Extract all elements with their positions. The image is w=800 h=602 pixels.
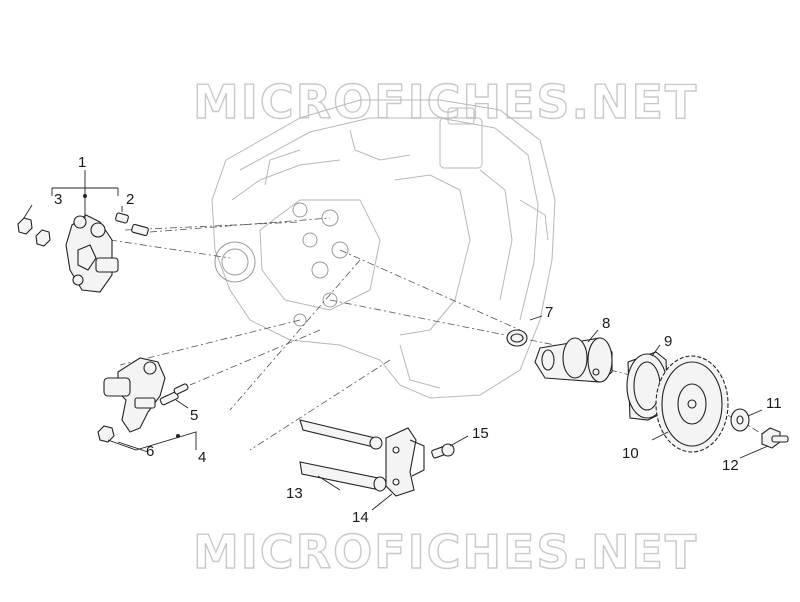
rocker-shaft-13 xyxy=(299,419,387,492)
callout-4: 4 xyxy=(198,449,206,466)
callout-labels: 1 2 3 4 5 6 7 8 9 10 11 12 13 14 15 xyxy=(54,154,782,526)
callout-8: 8 xyxy=(602,315,610,332)
callout-10: 10 xyxy=(622,445,639,462)
callout-14: 14 xyxy=(352,509,369,526)
bolt-12 xyxy=(761,427,789,449)
callout-13: 13 xyxy=(286,485,303,502)
callout-5: 5 xyxy=(190,407,198,424)
callout-3: 3 xyxy=(54,191,62,208)
assembly-lines xyxy=(109,217,769,451)
washer-11 xyxy=(730,408,750,432)
screw-15 xyxy=(431,443,455,459)
callout-6: 6 xyxy=(146,443,154,460)
callout-1: 1 xyxy=(78,154,86,171)
callout-12: 12 xyxy=(722,457,739,474)
callout-7: 7 xyxy=(545,304,553,321)
watermark-bottom: MICROFICHES.NET xyxy=(193,525,698,579)
screw-5 xyxy=(159,383,189,406)
leader-lines xyxy=(23,170,769,511)
camshaft-8 xyxy=(534,337,613,383)
cylinder-head-outline xyxy=(211,99,556,399)
callout-15: 15 xyxy=(472,425,489,442)
callout-11: 11 xyxy=(766,395,782,412)
nut-3 xyxy=(17,217,51,247)
bush-7 xyxy=(506,329,528,347)
adjusting-screw-2 xyxy=(115,212,149,237)
rocker-arm-upper xyxy=(65,214,119,293)
sprocket-10 xyxy=(655,355,729,453)
watermark-top: MICROFICHES.NET xyxy=(193,75,698,129)
callout-2: 2 xyxy=(126,191,134,208)
plate-14 xyxy=(385,427,425,497)
callout-9: 9 xyxy=(664,333,672,350)
rocker-arm-lower xyxy=(103,357,166,433)
nut-6 xyxy=(97,425,115,443)
